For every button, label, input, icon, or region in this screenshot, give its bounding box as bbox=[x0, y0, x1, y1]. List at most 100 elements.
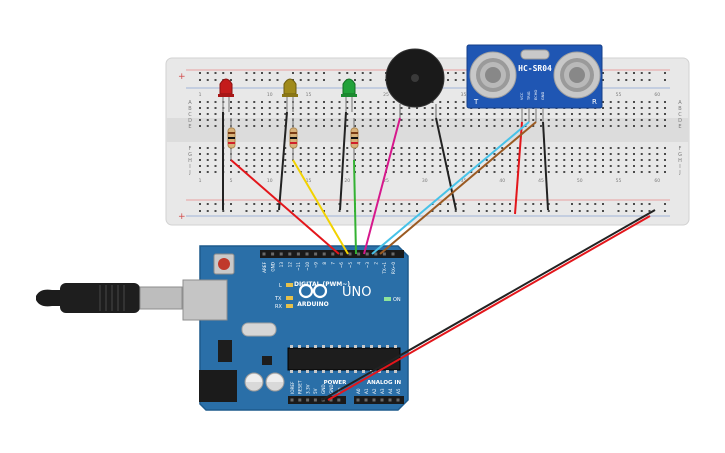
digital-pin-hole[interactable] bbox=[391, 252, 395, 256]
wire-ground-rail[interactable] bbox=[321, 209, 656, 401]
wire-sensor-echo[interactable] bbox=[379, 121, 537, 255]
analog-pin-hole[interactable] bbox=[364, 398, 368, 402]
digital-pin-hole[interactable] bbox=[365, 252, 369, 256]
breadboard-hole bbox=[509, 125, 511, 127]
yellow-led[interactable] bbox=[282, 78, 298, 112]
rail-hole bbox=[245, 210, 248, 212]
breadboard-hole bbox=[609, 101, 612, 103]
breadboard-hole bbox=[501, 159, 504, 161]
rail-hole bbox=[617, 203, 620, 205]
power-pin-label: GND bbox=[321, 384, 326, 394]
breadboard-hole bbox=[253, 107, 256, 109]
wire-green-led-signal[interactable] bbox=[353, 159, 357, 255]
jumper-sensor-vcc[interactable] bbox=[514, 121, 523, 215]
breadboard-hole bbox=[284, 159, 287, 161]
power-pin-hole[interactable] bbox=[313, 398, 317, 402]
breadboard-hole bbox=[330, 165, 333, 167]
ultrasonic-sensor[interactable]: HC-SR04 T R VCC TRIG ECHO GND bbox=[466, 44, 603, 122]
digital-pin-hole[interactable] bbox=[339, 252, 343, 256]
breadboard-hole bbox=[439, 147, 442, 149]
rail-hole bbox=[602, 203, 604, 205]
reset-button-cap bbox=[218, 258, 230, 270]
wire-power-rail[interactable] bbox=[327, 215, 651, 401]
analog-pin-hole[interactable] bbox=[356, 398, 360, 402]
digital-pin-hole[interactable] bbox=[322, 252, 326, 256]
green-led[interactable] bbox=[341, 78, 357, 112]
breadboard-hole bbox=[516, 125, 519, 127]
sensor-crystal bbox=[520, 49, 550, 60]
rail-hole bbox=[369, 72, 372, 74]
wire-yellow-led-signal[interactable] bbox=[292, 159, 349, 255]
digital-pin-hole[interactable] bbox=[331, 252, 335, 256]
digital-pin-hole[interactable] bbox=[262, 252, 266, 256]
rail-hole bbox=[369, 203, 372, 205]
digital-pin-hole[interactable] bbox=[382, 252, 386, 256]
analog-pin-hole[interactable] bbox=[388, 398, 392, 402]
power-pin-hole[interactable] bbox=[298, 398, 302, 402]
digital-pin-hole[interactable] bbox=[314, 252, 318, 256]
breadboard-hole bbox=[253, 113, 256, 115]
breadboard-hole bbox=[478, 119, 480, 121]
digital-pin-hole[interactable] bbox=[288, 252, 292, 256]
jumper-buzzer-gnd[interactable] bbox=[435, 117, 457, 211]
breadboard-hole bbox=[323, 165, 325, 167]
breadboard-hole bbox=[385, 165, 387, 167]
breadboard-hole bbox=[299, 147, 302, 149]
analog-pin-hole[interactable] bbox=[396, 398, 400, 402]
resistor-yellow-led[interactable] bbox=[289, 118, 298, 160]
rail-hole bbox=[509, 203, 511, 205]
breadboard-hole bbox=[237, 119, 240, 121]
piezo-buzzer[interactable] bbox=[385, 48, 445, 118]
rail-hole bbox=[431, 210, 434, 212]
breadboard-hole bbox=[338, 147, 341, 149]
digital-pin-hole[interactable] bbox=[271, 252, 275, 256]
power-pin-hole[interactable] bbox=[306, 398, 310, 402]
jumper-yellow-led-gnd[interactable] bbox=[278, 111, 288, 211]
analog-pin-hole[interactable] bbox=[372, 398, 376, 402]
digital-pin-hole[interactable] bbox=[305, 252, 309, 256]
red-led[interactable] bbox=[218, 78, 234, 112]
breadboard-hole bbox=[199, 171, 201, 173]
breadboard-hole bbox=[664, 147, 666, 149]
power-pin-hole[interactable] bbox=[337, 398, 341, 402]
analog-pin-hole[interactable] bbox=[380, 398, 384, 402]
rail-hole bbox=[214, 72, 217, 74]
breadboard-hole bbox=[361, 101, 364, 103]
jumper-sensor-gnd[interactable] bbox=[542, 121, 549, 211]
digital-pin-label: ~9 bbox=[313, 262, 318, 269]
resistor-red-led[interactable] bbox=[227, 118, 236, 160]
digital-pin-hole[interactable] bbox=[279, 252, 283, 256]
breadboard-hole bbox=[330, 147, 333, 149]
arduino-logo-text: ARDUINO bbox=[297, 301, 328, 308]
power-pin-hole[interactable] bbox=[290, 398, 294, 402]
digital-pin-hole[interactable] bbox=[374, 252, 378, 256]
power-pin-hole[interactable] bbox=[329, 398, 333, 402]
breadboard-hole bbox=[284, 165, 287, 167]
rail-hole bbox=[276, 79, 279, 81]
rail-hole bbox=[524, 203, 527, 205]
breadboard-hole bbox=[493, 147, 496, 149]
breadboard-hole bbox=[206, 101, 209, 103]
resistor-green-led[interactable] bbox=[350, 118, 359, 160]
wire-red-led-signal[interactable] bbox=[230, 159, 340, 255]
jumper-green-led-gnd[interactable] bbox=[339, 111, 347, 211]
row-label: A bbox=[188, 100, 192, 106]
breadboard-hole bbox=[408, 171, 411, 173]
row-label: A bbox=[678, 100, 682, 106]
rail-hole bbox=[206, 79, 209, 81]
wire-sensor-trig[interactable] bbox=[371, 121, 530, 255]
breadboard-hole bbox=[617, 171, 620, 173]
breadboard-hole bbox=[493, 125, 496, 127]
digital-pin-hole[interactable] bbox=[357, 252, 361, 256]
rx-led bbox=[286, 304, 293, 308]
breadboard-hole bbox=[470, 147, 473, 149]
digital-pin-hole[interactable] bbox=[348, 252, 352, 256]
wire-buzzer-signal[interactable] bbox=[363, 117, 401, 255]
digital-pin-hole[interactable] bbox=[296, 252, 300, 256]
usb-cable[interactable] bbox=[36, 283, 183, 313]
digital-pin-label: ~5 bbox=[348, 262, 353, 269]
rail-hole bbox=[540, 203, 542, 205]
sensor-letter-r: R bbox=[592, 98, 597, 106]
